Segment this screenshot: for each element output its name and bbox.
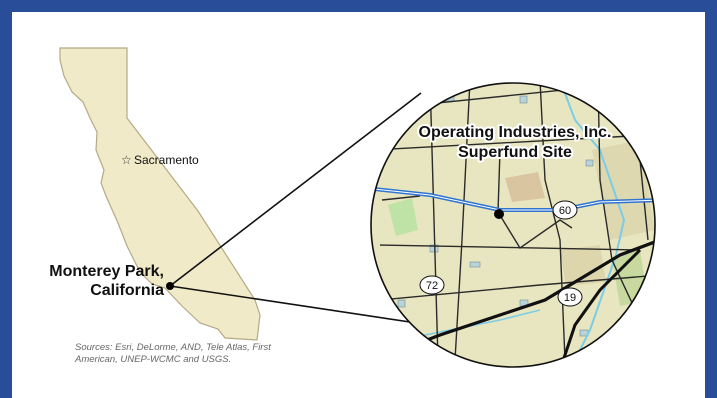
site-label-line1: Operating Industries, Inc. [419, 124, 612, 141]
site-label-line2-halo: Superfund Site [458, 144, 572, 161]
svg-text:60: 60 [559, 205, 571, 217]
route-shield-60: 60 [552, 200, 578, 220]
inset-map [371, 66, 655, 367]
california-state-shape [59, 47, 261, 341]
inset-map-border [370, 82, 656, 368]
sacramento-label: Sacramento [134, 153, 199, 167]
star-icon: ☆ [121, 153, 132, 167]
site-label-line2: Superfund Site [458, 144, 572, 161]
superfund-site-dot [494, 209, 504, 219]
highway-north [500, 66, 620, 72]
sources-text: Sources: Esri, DeLorme, AND, Tele Atlas,… [75, 342, 271, 365]
route-shield-19: 19 [557, 287, 583, 307]
park-area [388, 198, 418, 236]
connector-line-top [169, 92, 422, 287]
site-label-line1-halo: Operating Industries, Inc. [419, 124, 612, 141]
monterey-park-label-line1: Monterey Park, [49, 263, 164, 280]
route-shield-72: 72 [419, 275, 445, 295]
monterey-park-dot [166, 282, 174, 290]
urban-area-east [592, 140, 655, 240]
urban-area-se [560, 245, 606, 286]
connector-line-bottom [169, 285, 431, 326]
svg-text:19: 19 [564, 292, 576, 304]
monterey-park-label-line2: California [90, 282, 164, 299]
major-road-19 [558, 248, 642, 367]
svg-text:72: 72 [426, 280, 438, 292]
monterey-park-label: Monterey Park, California [26, 262, 164, 300]
urban-area [505, 172, 545, 202]
waterway [559, 83, 626, 367]
